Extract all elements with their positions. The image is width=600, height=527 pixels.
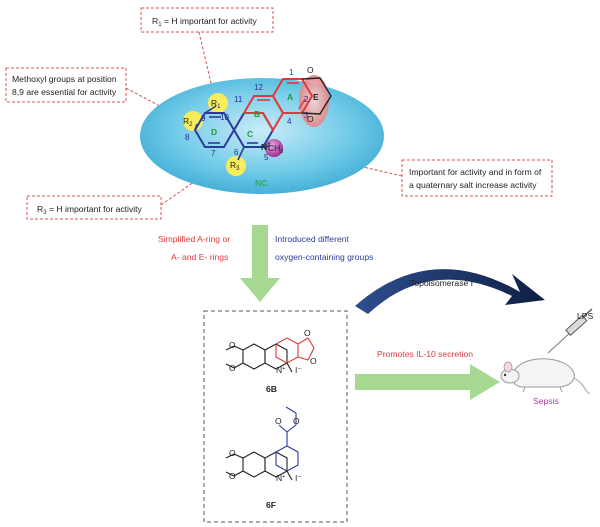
pos-11: 11 [234,95,243,104]
scaffold-label: NC [255,178,267,188]
ring-label-c: C [247,129,253,139]
mod-blue-line1: Introduced different [275,234,350,244]
ring-label-a: A [287,92,293,102]
6b-o-2: O [229,363,236,373]
pos-3: 3 [304,111,309,120]
label-methyl: CH3 [268,143,283,155]
atom-o-bottom: O [307,114,314,124]
callout-quaternary-line1: Important for activity and in form of [409,167,542,177]
topoisomerase-label: Topoisomerase I [410,278,473,288]
callout-methoxyl-line1: Methoxyl groups at position [12,74,117,84]
ring-label-b: B [254,109,260,119]
callout-methoxyl-line2: 8,9 are essential for activity [12,87,117,97]
callout-r3-text: R3 = H important for activity [37,204,143,216]
pos-12: 12 [254,83,263,92]
callout-r1-leader [198,31,216,101]
methyl-bond [262,145,271,148]
6b-o-1: O [229,340,236,350]
compound-6b [225,337,315,373]
mouse-icon [500,358,591,395]
green-right-arrow [355,364,500,400]
callout-r1: R1 = H important for activity [140,7,274,33]
methyl-highlight [265,139,283,157]
6b-counter-ion: I⁻ [295,365,302,375]
syringe-icon [547,308,593,354]
pos-7: 7 [211,149,216,158]
callout-r1-text: R1 = H important for activity [152,16,258,28]
topoisomerase-arrow [355,269,545,314]
compound-6f [225,406,299,481]
sepsis-label: Sepsis [533,396,559,406]
ring-e [301,77,332,115]
label-r2: R2 [183,116,193,128]
label-r3: R3 [230,160,240,172]
lps-label: LPS [577,311,594,321]
callout-quaternary: Important for activity and in form of a … [401,159,553,197]
6b-n-plus: N+ [276,365,285,375]
6f-ester-o: O [293,416,300,426]
pos-9: 9 [201,114,206,123]
6b-o-3: O [304,328,311,338]
6f-carbonyl-o: O [275,416,282,426]
green-down-arrow [240,225,280,302]
callout-r3: R3 = H important for activity [26,195,162,220]
6f-o-2: O [229,471,236,481]
callout-quaternary-line2: a quaternary salt increase activity [409,180,537,190]
pos-2: 2 [304,95,309,104]
label-r1: R1 [211,98,221,110]
r2-bond [194,123,198,131]
callout-methoxyl: Methoxyl groups at position 8,9 are esse… [5,67,127,103]
il10-label: Promotes IL-10 secretion [377,349,473,359]
6f-o-1: O [229,448,236,458]
6f-counter-ion: I⁻ [295,473,302,483]
pos-10: 10 [220,113,229,122]
pos-4: 4 [287,117,292,126]
r3-bond [237,146,245,161]
mod-blue-line2: oxygen-containing groups [275,252,373,262]
6b-o-4: O [310,356,317,366]
pos-1: 1 [289,68,294,77]
pos-5: 5 [264,153,269,162]
compound-6b-label: 6B [266,384,277,394]
mod-red-line1: Simplified A-ring or [158,234,230,244]
ring-label-e: E [313,92,319,102]
pos-8: 8 [185,133,190,142]
pos-6: 6 [234,148,239,157]
r3-highlight [226,156,246,176]
6f-n-plus: N+ [276,473,285,483]
ring-label-d: D [211,127,217,137]
atom-o-top: O [307,65,314,75]
mod-red-line2: A- and E- rings [171,252,228,262]
ring-a-double-2 [298,98,306,110]
label-n-plus: N+ [261,142,271,152]
compound-6f-label: 6F [266,500,276,510]
r1-bond [204,105,217,114]
